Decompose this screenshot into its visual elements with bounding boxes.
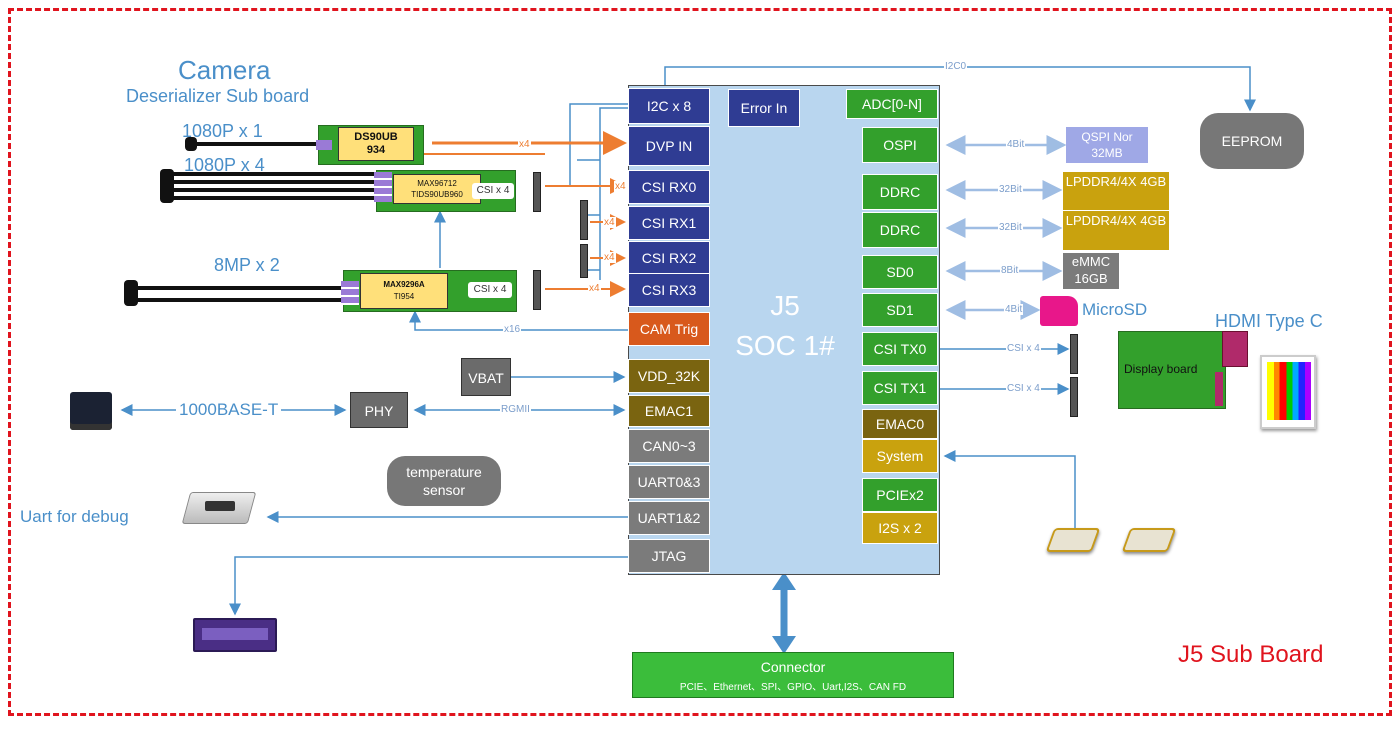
csi-tx-label: CSI x 4: [1006, 383, 1041, 394]
lpddr-block-0: LPDDR4/4X 4GB: [1063, 172, 1169, 210]
pin-csi-rx3: CSI RX3: [628, 273, 710, 307]
csi-tx-label: CSI x 4: [1006, 343, 1041, 354]
pin-vdd-32k: VDD_32K: [628, 359, 710, 393]
pin-sd0: SD0: [862, 255, 938, 289]
pin-csi-tx1: CSI TX1: [862, 371, 938, 405]
pin-jtag: JTAG: [628, 539, 710, 573]
rgmii-label: RGMII: [500, 404, 531, 415]
pin-i2s-x2: I2S x 2: [862, 512, 938, 544]
pin-csi-rx0: CSI RX0: [628, 170, 710, 204]
bit-label: 32Bit: [998, 222, 1023, 233]
eth-label: 1000BASE-T: [176, 400, 282, 420]
csi-connector: [580, 244, 588, 278]
csi-connector: [533, 270, 541, 310]
display-board-label: Display board: [1124, 362, 1198, 376]
pin-dvp-in: DVP IN: [628, 126, 710, 166]
microsd-icon: [1040, 296, 1078, 326]
connector-block: Connector PCIE、Ethernet、SPI、GPIO、Uart,I2…: [632, 652, 954, 698]
pin-uart0-3: UART0&3: [628, 465, 710, 499]
hdmi-plug-icon: [1215, 372, 1223, 406]
csi-connector: [533, 172, 541, 212]
jtag-line: [229, 556, 628, 616]
eeprom-block: EEPROM: [1200, 113, 1304, 169]
csi-tx-connector: [1070, 334, 1078, 374]
connector-subtitle: PCIE、Ethernet、SPI、GPIO、Uart,I2S、CAN FD: [679, 682, 907, 693]
cable-plug-icon: [374, 172, 392, 202]
temperature-sensor-block: temperature sensor: [387, 456, 501, 506]
csi-tx-connector: [1070, 377, 1078, 417]
cable-plug-icon: [316, 140, 332, 150]
bit-label: 4Bit: [1004, 304, 1024, 315]
cam-8mp-label: 8MP x 2: [214, 255, 280, 275]
board-border: [8, 8, 1392, 716]
pin-ddrc0: DDRC: [862, 174, 938, 210]
pin-csi-rx2: CSI RX2: [628, 241, 710, 275]
pin-error-in: Error In: [728, 89, 800, 127]
camera-subtitle: Deserializer Sub board: [126, 86, 310, 106]
i2c0-label: I2C0: [944, 61, 968, 72]
camera-connector-icon: [185, 137, 197, 151]
pin-can: CAN0~3: [628, 429, 710, 463]
pin-pciex2: PCIEx2: [862, 478, 938, 512]
pin-ospi: OSPI: [862, 127, 938, 163]
cam-trig-line: [409, 310, 628, 331]
emmc-block: eMMC 16GB: [1063, 253, 1119, 289]
x4-label: x4: [603, 217, 616, 228]
x16-label: x16: [503, 324, 522, 335]
csi-x4-tag: CSI x 4: [468, 282, 512, 298]
pin-cam-trig: CAM Trig: [628, 312, 710, 346]
x4-label: x4: [614, 181, 627, 192]
display-board: [1118, 331, 1226, 409]
pin-system: System: [862, 439, 938, 473]
pin-emac0: EMAC0: [862, 409, 938, 439]
connector-title: Connector: [760, 659, 826, 675]
camera-connector-icon: [124, 280, 138, 306]
hdmi-connector-icon: [1222, 331, 1248, 367]
bit-label: 8Bit: [1000, 265, 1020, 276]
crystal-oscillator-icon: [1045, 528, 1101, 552]
camera-connector-icon: [160, 169, 174, 203]
pin-adc: ADC[0-N]: [846, 89, 938, 119]
pin-csi-tx0: CSI TX0: [862, 332, 938, 366]
pin-sd1: SD1: [862, 293, 938, 327]
pin-ddrc1: DDRC: [862, 212, 938, 248]
csi-connector: [580, 200, 588, 240]
vbat-block: VBAT: [461, 358, 511, 396]
crystal-oscillator-icon: [1121, 528, 1177, 552]
microsd-label: MicroSD: [1082, 300, 1148, 319]
qspi-nor-block: QSPI Nor 32MB: [1066, 127, 1148, 163]
camera-title: Camera: [178, 55, 271, 85]
clock-line: [943, 450, 1076, 535]
csi-x4-tag: CSI x 4: [472, 183, 514, 199]
usb-slot-icon: [205, 501, 235, 511]
jtag-header-slot: [202, 628, 268, 640]
bit-label: 32Bit: [998, 184, 1023, 195]
soc-name: J5: [770, 290, 800, 321]
lpddr-block-1: LPDDR4/4X 4GB: [1063, 210, 1169, 250]
x4-label: x4: [603, 252, 616, 263]
i2c-fanout-a: [569, 103, 628, 185]
hdmi-label: HDMI Type C: [1215, 311, 1323, 331]
cam-1080p-x4-label: 1080P x 4: [184, 155, 265, 175]
rj45-icon: [70, 392, 112, 430]
pin-uart1-2: UART1&2: [628, 501, 710, 535]
color-bars-icon: [1267, 362, 1311, 420]
uart-debug-label: Uart for debug: [20, 507, 129, 526]
phy-block: PHY: [350, 392, 408, 428]
pin-csi-rx1: CSI RX1: [628, 206, 710, 240]
cam-1080p-x1-label: 1080P x 1: [182, 121, 263, 141]
x4-label: x4: [588, 283, 601, 294]
x4-label: x4: [518, 139, 531, 150]
bit-label: 4Bit: [1006, 139, 1026, 150]
pin-emac1: EMAC1: [628, 395, 710, 427]
soc-subtitle: SOC 1#: [735, 330, 835, 361]
pin-i2c-x8: I2C x 8: [628, 88, 710, 124]
board-label: J5 Sub Board: [1178, 641, 1324, 668]
cable-plug-icon: [341, 281, 359, 305]
